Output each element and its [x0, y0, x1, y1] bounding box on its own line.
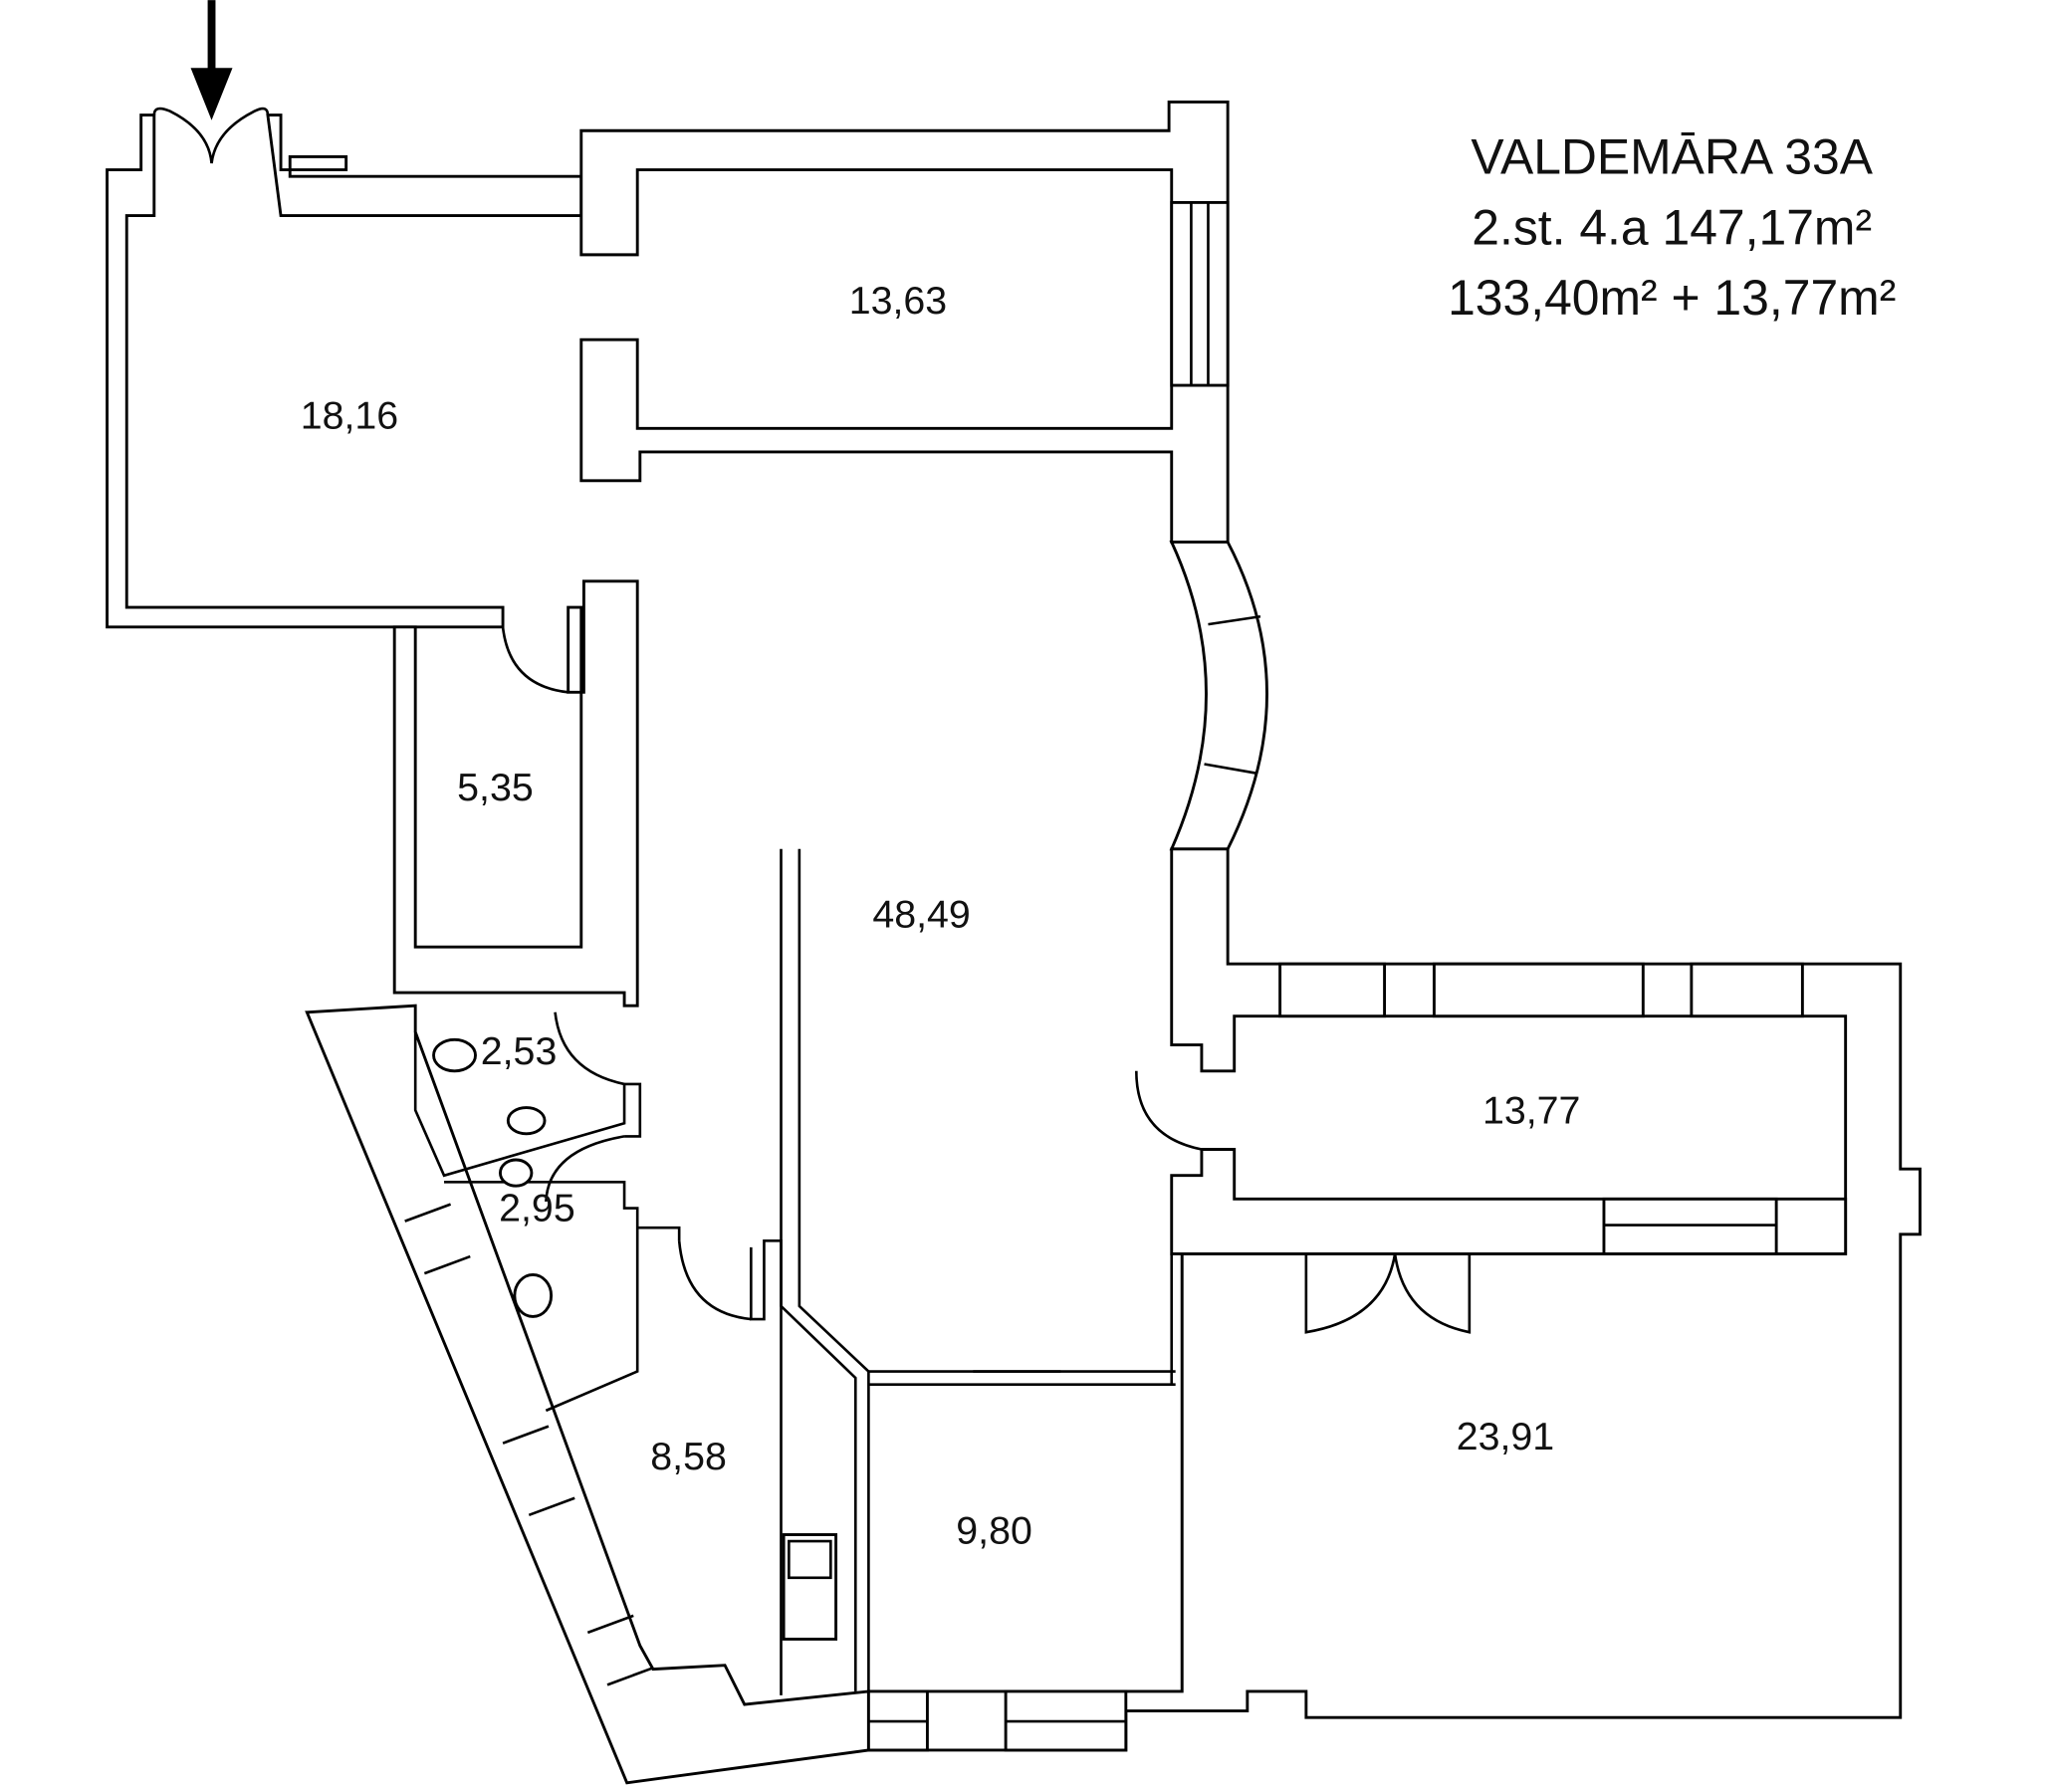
room-area-bedroom-small: 9,80 — [956, 1509, 1032, 1553]
room-area-bedroom-large: 23,91 — [1457, 1415, 1554, 1458]
toilet-icon — [432, 1037, 477, 1073]
door-entry — [152, 107, 270, 164]
address-title: VALDEMĀRA 33A — [1471, 129, 1873, 185]
wall-entry-right — [266, 113, 583, 217]
room-area-balcony: 13,77 — [1482, 1088, 1580, 1132]
toilet-icon — [513, 1272, 554, 1318]
wall-hall — [106, 113, 505, 629]
sink-icon — [782, 1533, 838, 1641]
room-area-kitchen: 8,58 — [650, 1435, 727, 1478]
room-area-storage: 5,35 — [457, 766, 534, 809]
wall-left-slant — [305, 1004, 870, 1785]
entrance-arrow-icon — [190, 0, 233, 120]
window — [1170, 200, 1230, 387]
room-area-wc-1: 2,53 — [481, 1029, 558, 1073]
washbasin-icon — [499, 1158, 534, 1188]
bay-window — [1169, 541, 1268, 851]
room-area-wc-2: 2,95 — [499, 1187, 575, 1231]
room-area-hall: 18,16 — [301, 393, 398, 437]
wall-storage — [392, 579, 639, 1008]
washbasin-icon — [506, 1106, 547, 1136]
room-area-living: 48,49 — [872, 892, 970, 936]
apartment-info: 2.st. 4.a 147,17m² — [1472, 199, 1872, 255]
room-area-room-top: 13,63 — [849, 279, 947, 323]
area-breakdown: 133,40m² + 13,77m² — [1448, 270, 1896, 326]
walls — [106, 100, 1922, 1785]
wall-top — [579, 100, 1230, 544]
